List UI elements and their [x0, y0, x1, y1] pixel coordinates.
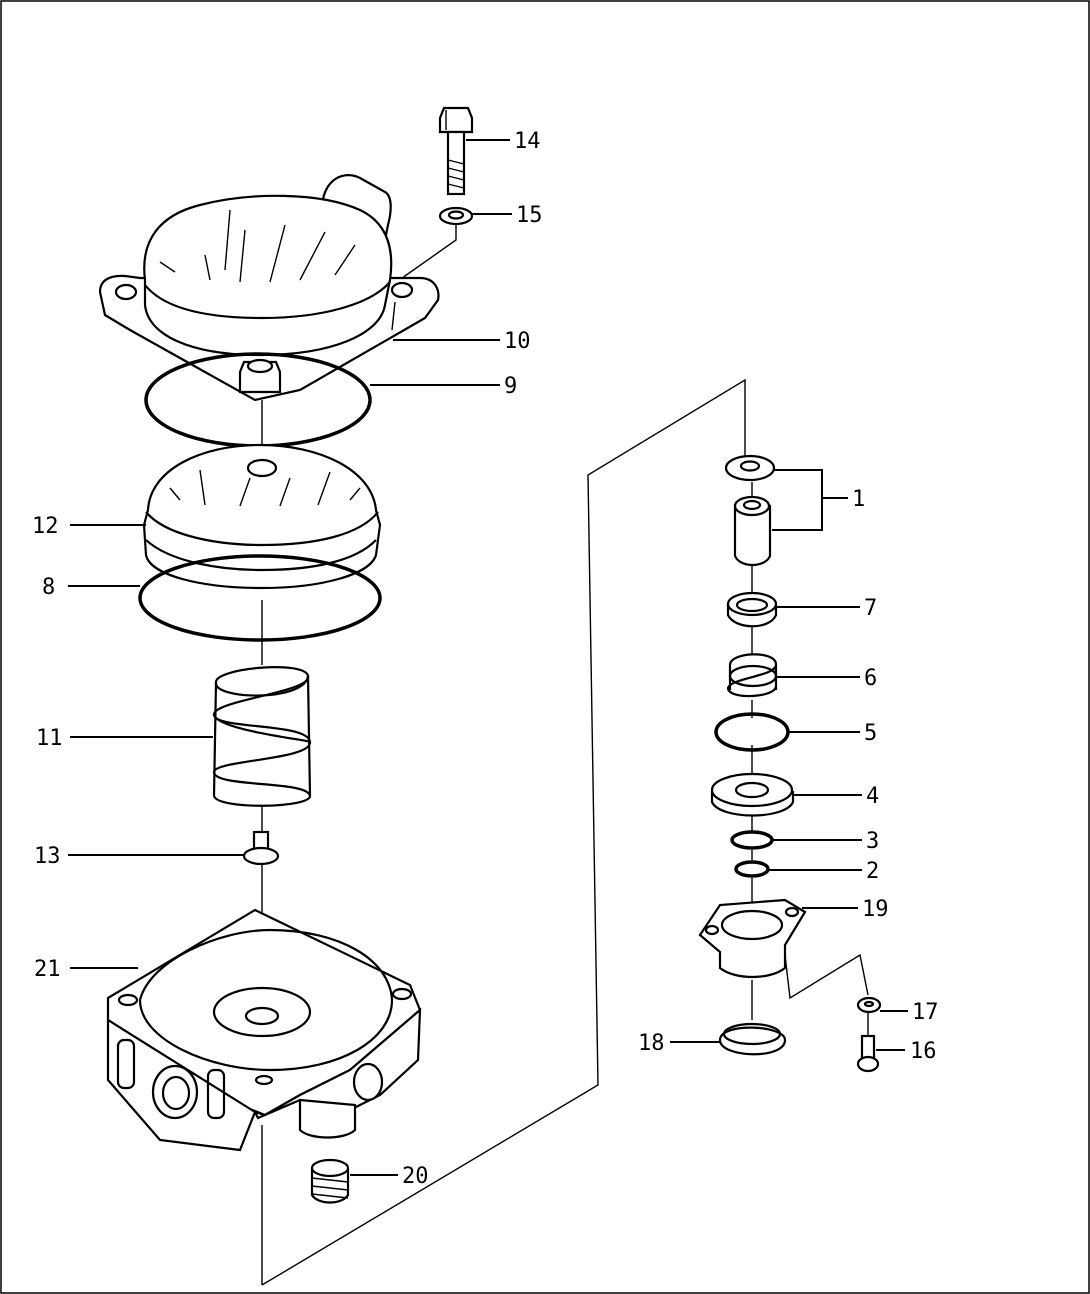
label-19: 19: [862, 897, 889, 922]
part-5-o-ring: [714, 712, 790, 752]
label-7: 7: [864, 596, 877, 621]
label-18: 18: [638, 1031, 665, 1056]
label-17: 17: [912, 1000, 939, 1025]
part-3-o-ring: [730, 830, 774, 850]
label-5: 5: [864, 721, 877, 746]
label-2: 2: [866, 859, 879, 884]
label-15: 15: [516, 203, 543, 228]
label-1: 1: [852, 487, 865, 512]
part-18-cap: [718, 1022, 787, 1056]
part-14-bolt: [438, 106, 474, 196]
part-labels: 14 15 10 9 12 8 11 13 21 20 1 7 6 5 4 3 …: [32, 129, 939, 1189]
part-10-upper-cover: [98, 174, 440, 402]
part-11-spring: [212, 666, 312, 807]
part-2-o-ring: [734, 860, 770, 878]
label-13: 13: [34, 844, 61, 869]
part-21-body-housing: [106, 908, 422, 1152]
label-9: 9: [504, 374, 517, 399]
label-6: 6: [864, 666, 877, 691]
part-19-flange: [698, 898, 807, 978]
part-4-seat: [710, 772, 795, 817]
label-3: 3: [866, 829, 879, 854]
label-21: 21: [34, 957, 61, 982]
part-20-plug: [310, 1158, 350, 1204]
label-14: 14: [514, 129, 541, 154]
label-20: 20: [402, 1164, 429, 1189]
label-8: 8: [42, 575, 55, 600]
part-16-bolt: [856, 1034, 880, 1073]
label-10: 10: [504, 329, 531, 354]
label-4: 4: [866, 784, 879, 809]
part-7-ring: [726, 591, 778, 628]
part-13-screw: [242, 830, 280, 866]
part-1-cap: [724, 454, 776, 482]
part-15-washer: [394, 206, 474, 284]
part-1-sleeve: [733, 495, 772, 567]
part-17-washer: [856, 996, 882, 1014]
label-11: 11: [36, 726, 63, 751]
part-12-diaphragm: [142, 443, 382, 590]
part-8-o-ring: [138, 554, 382, 642]
leader-lines: [68, 139, 908, 1176]
label-16: 16: [910, 1039, 937, 1064]
label-12: 12: [32, 514, 59, 539]
part-6-spring: [726, 653, 778, 698]
